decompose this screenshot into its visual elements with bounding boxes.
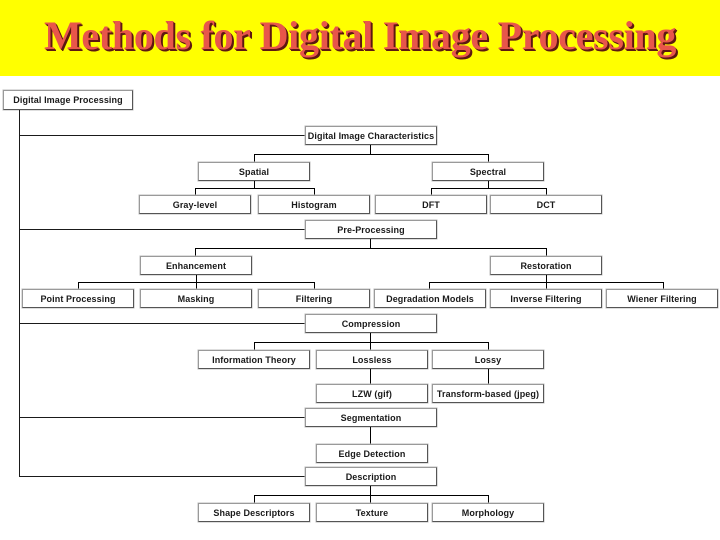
connector-to-lossless	[370, 342, 371, 350]
connector-spatial-bus	[195, 188, 314, 189]
connector-description-bus	[254, 495, 489, 496]
connector-pre-processing-stem	[370, 239, 371, 248]
node-histogram[interactable]: Histogram	[258, 195, 370, 214]
connector-to-dft	[431, 188, 432, 195]
node-lzw-gif[interactable]: LZW (gif)	[316, 384, 428, 403]
node-compression[interactable]: Compression	[305, 314, 437, 333]
connector-compression-bus	[254, 342, 489, 343]
connector-root-spine	[19, 110, 20, 476]
node-segmentation[interactable]: Segmentation	[305, 408, 437, 427]
node-spectral[interactable]: Spectral	[432, 162, 544, 181]
node-information-theory[interactable]: Information Theory	[198, 350, 310, 369]
node-morphology[interactable]: Morphology	[432, 503, 544, 522]
connector-to-shape-descriptors	[254, 495, 255, 503]
connector-to-lossy	[488, 342, 489, 350]
node-description[interactable]: Description	[305, 467, 437, 486]
connector-to-masking	[196, 282, 197, 289]
node-restoration[interactable]: Restoration	[490, 256, 602, 275]
connector-to-morphology	[488, 495, 489, 503]
node-dft[interactable]: DFT	[375, 195, 487, 214]
connector-characteristics-stem	[370, 145, 371, 154]
node-degradation-models[interactable]: Degradation Models	[374, 289, 486, 308]
connector-spatial-stem	[254, 181, 255, 188]
connector-to-dct	[546, 188, 547, 195]
connector-to-degradation-models	[429, 282, 430, 289]
node-inverse-filtering[interactable]: Inverse Filtering	[490, 289, 602, 308]
title-banner: Methods for Digital Image Processing	[0, 0, 720, 76]
node-wiener-filtering[interactable]: Wiener Filtering	[606, 289, 718, 308]
connector-lossless-to-lzw	[370, 369, 371, 384]
node-texture[interactable]: Texture	[316, 503, 428, 522]
connector-root-to-characteristics	[19, 135, 306, 136]
connector-spectral-stem	[488, 181, 489, 188]
connector-to-spectral	[488, 154, 489, 162]
connector-restoration-stem	[546, 275, 547, 282]
page-title: Methods for Digital Image Processing	[43, 13, 677, 58]
connector-to-filtering	[314, 282, 315, 289]
connector-to-spatial	[254, 154, 255, 162]
connector-lossy-to-transform	[488, 369, 489, 384]
connector-root-to-segmentation	[19, 417, 306, 418]
connector-to-wiener-filtering	[663, 282, 664, 289]
node-lossless[interactable]: Lossless	[316, 350, 428, 369]
connector-characteristics-bus	[254, 154, 489, 155]
connector-segmentation-to-edge-detection	[370, 427, 371, 444]
node-lossy[interactable]: Lossy	[432, 350, 544, 369]
connector-root-to-pre-processing	[19, 229, 306, 230]
node-dct[interactable]: DCT	[490, 195, 602, 214]
connector-to-gray-level	[195, 188, 196, 195]
connector-enhancement-stem	[196, 275, 197, 282]
connector-root-to-description	[19, 476, 306, 477]
node-enhancement[interactable]: Enhancement	[140, 256, 252, 275]
connector-spectral-bus	[431, 188, 546, 189]
connector-to-inverse-filtering	[546, 282, 547, 289]
connector-to-point-processing	[78, 282, 79, 289]
node-shape-descriptors[interactable]: Shape Descriptors	[198, 503, 310, 522]
node-digital-image-processing[interactable]: Digital Image Processing	[3, 90, 133, 110]
connector-to-texture	[370, 495, 371, 503]
diagram-canvas: Digital Image Processing Digital Image C…	[0, 76, 720, 540]
node-gray-level[interactable]: Gray-level	[139, 195, 251, 214]
node-digital-image-characteristics[interactable]: Digital Image Characteristics	[305, 126, 437, 145]
node-edge-detection[interactable]: Edge Detection	[316, 444, 428, 463]
connector-root-to-compression	[19, 323, 306, 324]
connector-to-enhancement	[195, 248, 196, 256]
node-pre-processing[interactable]: Pre-Processing	[305, 220, 437, 239]
connector-description-stem	[370, 486, 371, 495]
connector-compression-stem	[370, 333, 371, 342]
node-masking[interactable]: Masking	[140, 289, 252, 308]
connector-to-histogram	[314, 188, 315, 195]
connector-pre-processing-bus	[195, 248, 546, 249]
node-spatial[interactable]: Spatial	[198, 162, 310, 181]
connector-to-information-theory	[254, 342, 255, 350]
connector-to-restoration	[546, 248, 547, 256]
node-transform-based-jpeg[interactable]: Transform-based (jpeg)	[432, 384, 544, 403]
node-point-processing[interactable]: Point Processing	[22, 289, 134, 308]
node-filtering[interactable]: Filtering	[258, 289, 370, 308]
